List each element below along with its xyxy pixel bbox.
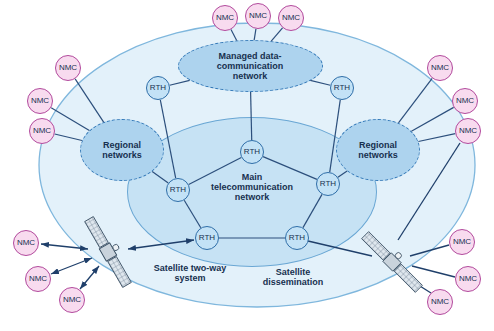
system-label: Satellite dissemination	[255, 267, 331, 287]
nmc-node: NMC	[278, 5, 304, 31]
nmc-node: NMC	[59, 287, 85, 313]
outer-ellipse	[39, 23, 475, 307]
node-label: NMC	[453, 238, 471, 247]
network-link	[303, 194, 322, 227]
network-link	[75, 79, 103, 122]
satellite-icon	[361, 227, 427, 293]
node-label: NMC	[456, 97, 474, 106]
node-label: RTH	[334, 84, 350, 93]
rth-node: RTH	[195, 226, 219, 250]
network-link	[219, 237, 285, 238]
node-label: RTH	[289, 234, 305, 243]
node-label: NMC	[431, 298, 449, 307]
satellite-icon	[84, 213, 138, 288]
network-link	[189, 157, 242, 184]
network-link	[310, 80, 330, 85]
node-label: NMC	[31, 97, 49, 106]
node-label: Regional networks	[96, 140, 148, 160]
system-label: Satellite two-way system	[151, 263, 229, 283]
node-label: RTH	[150, 84, 166, 93]
network-link	[55, 134, 82, 141]
node-label: NMC	[459, 127, 477, 136]
nmc-node: NMC	[455, 118, 481, 144]
nmc-node: NMC	[55, 55, 81, 81]
nmc-node: NMC	[452, 88, 478, 114]
network-ellipse: Managed data-communication network	[178, 40, 323, 92]
network-link	[263, 157, 317, 180]
node-label: RTH	[244, 148, 260, 157]
satellite-link	[51, 258, 92, 274]
nmc-node: NMC	[427, 289, 453, 315]
satellite-link	[41, 244, 88, 249]
satellite-link	[398, 143, 460, 240]
node-label: RTH	[170, 186, 186, 195]
network-link	[170, 80, 190, 85]
nmc-node: NMC	[27, 88, 53, 114]
node-label: NMC	[216, 14, 234, 23]
rth-node: RTH	[146, 76, 170, 100]
nmc-node: NMC	[449, 229, 475, 255]
network-link	[251, 92, 252, 140]
nmc-node: NMC	[245, 3, 271, 29]
network-link	[271, 28, 282, 41]
node-label: NMC	[33, 127, 51, 136]
nmc-node: NMC	[29, 118, 55, 144]
node-label: NMC	[249, 12, 267, 21]
node-label: NMC	[59, 64, 77, 73]
nmc-node: NMC	[427, 55, 453, 81]
satellite-link	[80, 266, 99, 289]
network-link	[160, 100, 175, 178]
satellite-link	[412, 266, 455, 277]
nmc-node: NMC	[212, 5, 238, 31]
rth-node: RTH	[330, 76, 354, 100]
satellite-link	[410, 245, 449, 256]
network-ellipse: Regional networks	[80, 119, 164, 181]
nmc-node: NMC	[455, 266, 481, 292]
network-link	[254, 29, 256, 40]
node-label: NMC	[17, 239, 35, 248]
rth-node: RTH	[166, 178, 190, 202]
network-ellipse: Regional networks	[336, 119, 420, 181]
nmc-node: NMC	[25, 266, 51, 292]
rth-node: RTH	[285, 226, 309, 250]
satellite-link	[308, 241, 372, 256]
network-link	[338, 171, 347, 177]
network-link	[51, 108, 89, 131]
network-link	[411, 107, 453, 131]
rth-node: RTH	[316, 172, 340, 196]
node-label: NMC	[459, 275, 477, 284]
satellite-link	[128, 240, 194, 249]
node-label: NMC	[29, 275, 47, 284]
node-label: NMC	[431, 64, 449, 73]
node-label: NMC	[282, 14, 300, 23]
nmc-node: NMC	[13, 230, 39, 256]
network-link	[418, 134, 455, 142]
network-link	[398, 78, 432, 123]
rth-node: RTH	[240, 140, 264, 164]
node-label: RTH	[199, 234, 215, 243]
node-label: Main telecommunication network	[203, 172, 301, 202]
network-link	[231, 30, 237, 41]
node-label: Regional networks	[352, 140, 404, 160]
node-label: RTH	[320, 180, 336, 189]
satellite-link	[404, 276, 431, 293]
network-link	[152, 172, 168, 183]
node-label: NMC	[63, 296, 81, 305]
network-link	[184, 200, 201, 227]
network-link	[330, 100, 341, 172]
node-label: Managed data-communication network	[200, 51, 300, 81]
